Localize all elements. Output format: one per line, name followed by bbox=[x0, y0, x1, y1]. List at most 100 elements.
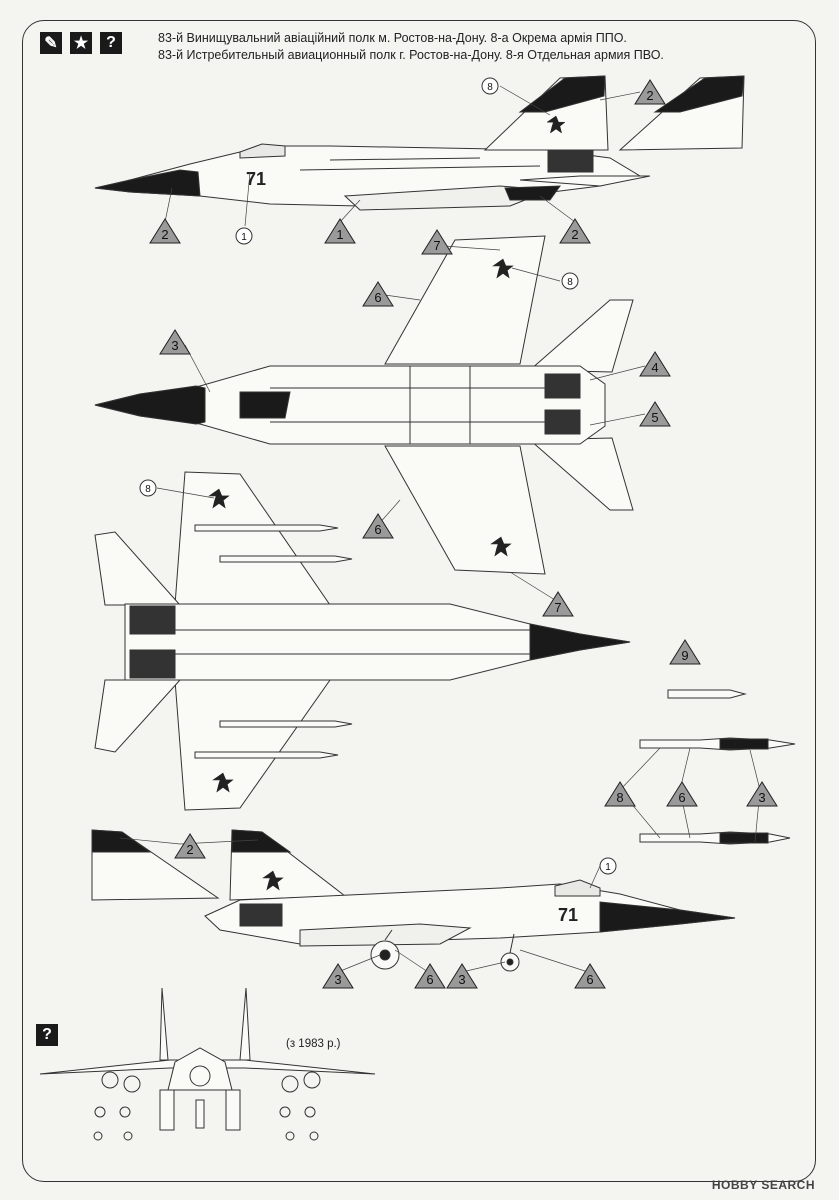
fin-top-tip bbox=[518, 75, 606, 113]
svg-text:8: 8 bbox=[487, 82, 493, 93]
tv-missile-2 bbox=[219, 555, 353, 563]
callout-circle: 8 bbox=[481, 77, 499, 95]
tv-nozzle-lower bbox=[129, 649, 176, 679]
callout-triangle: 4 bbox=[639, 351, 671, 377]
question-icon: ? bbox=[36, 1024, 58, 1046]
svg-text:2: 2 bbox=[186, 842, 193, 857]
svg-text:6: 6 bbox=[586, 972, 593, 987]
side-view-lower bbox=[91, 829, 736, 972]
nozzle-top bbox=[547, 149, 594, 173]
callout-triangle: 3 bbox=[159, 329, 191, 355]
date-note: (з 1983 р.) bbox=[286, 1038, 341, 1050]
caption-russian: 83-й Истребительный авиационный полк г. … bbox=[158, 48, 664, 62]
callout-triangle: 2 bbox=[149, 218, 181, 244]
nozzle-bottom-upper bbox=[544, 373, 581, 399]
svg-text:6: 6 bbox=[678, 790, 685, 805]
svg-text:8: 8 bbox=[145, 484, 151, 495]
ls-intake bbox=[299, 923, 472, 947]
planform-top-view bbox=[94, 471, 631, 811]
svg-text:1: 1 bbox=[605, 862, 611, 873]
svg-text:1: 1 bbox=[336, 227, 343, 242]
svg-text:2: 2 bbox=[646, 88, 653, 103]
svg-text:3: 3 bbox=[458, 972, 465, 987]
side-top-marking: 71 bbox=[246, 115, 566, 189]
canopy bbox=[239, 143, 286, 159]
tv-nozzle-upper bbox=[129, 605, 176, 635]
callout-triangle: 7 bbox=[542, 591, 574, 617]
tv-stab-lower bbox=[94, 679, 182, 753]
callout-triangle: 3 bbox=[446, 963, 478, 989]
callout-triangle: 2 bbox=[634, 79, 666, 105]
callout-circle: 1 bbox=[599, 857, 617, 875]
missile-small bbox=[667, 689, 747, 699]
circle-callouts: 1 8 8 8 1 bbox=[139, 77, 617, 875]
header-icons: ✎ ★ ? bbox=[40, 32, 122, 54]
svg-text:1: 1 bbox=[241, 232, 247, 243]
fv-fin-left bbox=[159, 987, 169, 1061]
fv-fin-right bbox=[239, 987, 251, 1061]
front-view bbox=[39, 987, 376, 1141]
tv-stab-upper bbox=[94, 531, 182, 606]
question-icon: ? bbox=[100, 32, 122, 54]
stab-lower bbox=[528, 437, 634, 511]
sheet-frame bbox=[22, 20, 816, 1182]
fin-second-tip bbox=[653, 75, 745, 113]
svg-text:4: 4 bbox=[651, 360, 658, 375]
svg-text:2: 2 bbox=[161, 227, 168, 242]
svg-text:5: 5 bbox=[651, 410, 658, 425]
star-icon: ★ bbox=[70, 32, 92, 54]
stab-upper bbox=[528, 299, 634, 373]
tv-wing-lower bbox=[174, 679, 331, 811]
ventral-strip bbox=[504, 185, 561, 201]
callout-circle: 8 bbox=[561, 272, 579, 290]
callout-triangle: 2 bbox=[559, 218, 591, 244]
svg-text:3: 3 bbox=[758, 790, 765, 805]
nose-bottom-band bbox=[239, 391, 291, 419]
ls-canopy bbox=[554, 879, 601, 897]
nose-radome-black bbox=[94, 169, 201, 197]
callout-triangle: 3 bbox=[322, 963, 354, 989]
svg-text:6: 6 bbox=[426, 972, 433, 987]
brush-icon: ✎ bbox=[40, 32, 62, 54]
watermark: HOBBY SEARCH bbox=[711, 1178, 815, 1192]
svg-text:8: 8 bbox=[567, 277, 573, 288]
missile-details bbox=[639, 689, 796, 845]
callout-triangle: 2 bbox=[174, 833, 206, 859]
callout-circle: 8 bbox=[139, 479, 157, 497]
missile-r40-1 bbox=[639, 737, 796, 751]
wing-lower bbox=[384, 445, 546, 575]
ls-fin-tip bbox=[231, 829, 292, 853]
svg-text:6: 6 bbox=[374, 290, 381, 305]
callout-triangle: 6 bbox=[414, 963, 446, 989]
tailplane bbox=[519, 175, 651, 187]
caption-ukrainian: 83-й Винищувальний авіаційний полк м. Ро… bbox=[158, 31, 627, 45]
callout-triangle: 6 bbox=[362, 281, 394, 307]
tail-number-top: 71 bbox=[246, 169, 266, 189]
leader-lines bbox=[119, 85, 761, 973]
callout-triangle: 6 bbox=[666, 781, 698, 807]
callout-triangle: 7 bbox=[421, 229, 453, 255]
ls-nose-black bbox=[599, 901, 736, 933]
svg-text:7: 7 bbox=[554, 600, 561, 615]
triangle-callouts: 2 1 2 2 3 7 6 4 5 6 7 9 8 6 3 2 3 6 3 6 bbox=[149, 79, 778, 989]
header-caption: 83-й Винищувальний авіаційний полк м. Ро… bbox=[158, 30, 664, 64]
callout-triangle: 5 bbox=[639, 401, 671, 427]
svg-text:9: 9 bbox=[681, 648, 688, 663]
tv-nose-black bbox=[529, 623, 631, 661]
ls-fin-detached-tip bbox=[91, 829, 152, 853]
callout-triangle: 1 bbox=[324, 218, 356, 244]
tail-number-lower: 71 bbox=[558, 905, 578, 925]
tv-missile-3 bbox=[219, 720, 353, 728]
callout-triangle: 9 bbox=[669, 639, 701, 665]
svg-text:6: 6 bbox=[374, 522, 381, 537]
ls-nozzle bbox=[239, 903, 283, 927]
callout-triangle: 3 bbox=[746, 781, 778, 807]
side-view-top bbox=[94, 75, 745, 211]
svg-text:3: 3 bbox=[334, 972, 341, 987]
callout-triangle: 6 bbox=[362, 513, 394, 539]
svg-text:8: 8 bbox=[616, 790, 623, 805]
svg-text:7: 7 bbox=[433, 238, 440, 253]
tv-missile-4 bbox=[194, 751, 339, 759]
